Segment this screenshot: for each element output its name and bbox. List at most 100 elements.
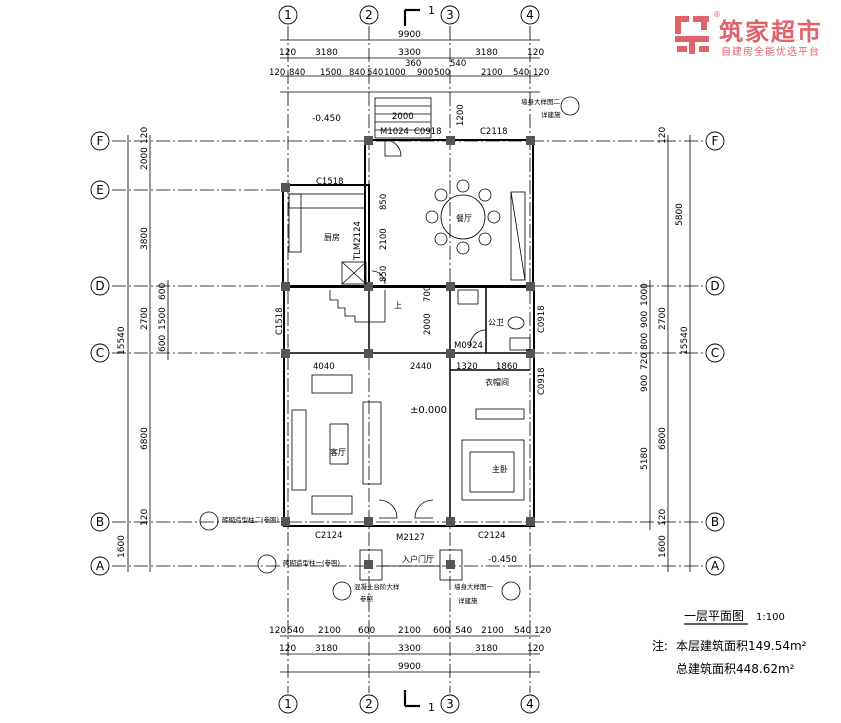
svg-text:TLM2124: TLM2124: [353, 221, 363, 261]
svg-text:120: 120: [534, 626, 551, 636]
upper-block-wall: [364, 139, 534, 288]
axis-C-left-bubble: [90, 343, 110, 363]
svg-text:600: 600: [433, 626, 450, 636]
note-floor-area: 本层建筑面积149.54m²: [676, 638, 807, 653]
svg-text:2100: 2100: [379, 228, 389, 250]
svg-text:1600: 1600: [658, 535, 668, 558]
svg-text:1000: 1000: [384, 68, 406, 78]
dim-360: 360: [405, 59, 421, 69]
svg-text:2000: 2000: [140, 147, 150, 170]
axis-1-bottom-bubble: [278, 694, 298, 714]
svg-text:540: 540: [287, 626, 304, 636]
svg-text:3180: 3180: [315, 644, 338, 654]
room-living: 客厅: [330, 447, 346, 457]
axis-2-bottom-label: 2: [365, 697, 373, 711]
svg-text:3300: 3300: [398, 48, 421, 58]
svg-text:C1518: C1518: [316, 177, 344, 187]
svg-text:详建施: 详建施: [458, 596, 478, 605]
svg-text:3180: 3180: [475, 644, 498, 654]
stair-up-label: 上: [394, 301, 402, 310]
svg-text:900: 900: [640, 375, 650, 392]
dim-540: 540: [450, 59, 466, 69]
axis-D-right-label: D: [710, 279, 719, 293]
bottom-row2-dims: 120 3180 3300 3180 120: [279, 644, 544, 654]
svg-text:3300: 3300: [398, 644, 421, 654]
axis-A-right-bubble: [705, 556, 725, 576]
axis-4-bottom-label: 4: [526, 697, 534, 711]
axis-3-bottom-label: 3: [446, 697, 454, 711]
svg-text:120: 120: [658, 127, 668, 144]
room-labels: 厨房 餐厅 客厅 主卧 公卫 衣帽间 上 入户门厅: [324, 214, 509, 564]
axis-B-left-bubble: [90, 512, 110, 532]
svg-text:1500: 1500: [158, 307, 168, 330]
svg-text:3180: 3180: [315, 48, 338, 58]
svg-text:120: 120: [533, 68, 549, 78]
axis-E-left-label: E: [96, 183, 104, 197]
drawing-title: 一层平面图: [684, 609, 744, 623]
svg-text:2000: 2000: [423, 313, 433, 335]
axis-4-bottom-bubble: [520, 694, 540, 714]
svg-text:15540: 15540: [117, 326, 127, 355]
brand-logo-icon: [675, 16, 709, 54]
svg-text:3800: 3800: [140, 227, 150, 250]
axis-D-left-label: D: [95, 279, 104, 293]
axis-4-top-bubble: [520, 5, 540, 25]
axis-C-right-label: C: [711, 346, 719, 360]
floor-level: ±0.000: [410, 405, 447, 416]
brand-logo: ® 筑家超市 自建房全能优选平台: [673, 10, 833, 60]
callouts: 墙身大样图二 详建施 砖砌造型柱二(参照) 砖砌造型柱一(参照) 混凝土台阶大样…: [222, 97, 561, 605]
axis-2-top-bubble: [359, 5, 379, 25]
brand-name: 筑家超市: [719, 18, 823, 46]
axis-F-right-bubble: [705, 131, 725, 151]
level-bottom-right: -0.450: [488, 555, 517, 565]
axis-B-left-label: B: [96, 515, 104, 529]
axis-F-left-label: F: [97, 134, 104, 148]
axis-C-right-bubble: [705, 343, 725, 363]
svg-text:4040: 4040: [313, 362, 335, 372]
svg-text:2100: 2100: [481, 68, 503, 78]
room-closet: 衣帽间: [485, 377, 509, 387]
axis-C-left-label: C: [96, 346, 104, 360]
axis-F-right-label: F: [712, 134, 719, 148]
svg-text:540: 540: [367, 68, 383, 78]
axis-4-top-label: 4: [526, 8, 534, 22]
svg-text:600: 600: [158, 335, 168, 352]
dim-2000: 2000: [392, 112, 414, 122]
svg-text:墙身大样图二: 墙身大样图二: [521, 97, 561, 106]
axis-3-bottom-bubble: [440, 694, 460, 714]
bottom-row1-dims: 120 540 2100 600 2100 600 540 2100 540 1…: [269, 626, 551, 636]
axis-B-right-bubble: [705, 512, 725, 532]
svg-text:5800: 5800: [675, 203, 685, 226]
svg-text:540: 540: [514, 626, 531, 636]
svg-text:120: 120: [140, 509, 150, 526]
interior-dims: 850 2100 850 700 2000 4040 2440 1320 186…: [313, 194, 518, 372]
axis-A-left-bubble: [90, 556, 110, 576]
svg-text:2440: 2440: [410, 362, 432, 372]
svg-text:C2124: C2124: [315, 531, 343, 541]
svg-text:M2127: M2127: [396, 533, 425, 543]
svg-text:540: 540: [455, 626, 472, 636]
svg-text:15540: 15540: [680, 326, 690, 355]
svg-text:120: 120: [527, 48, 544, 58]
axis-B-right-label: B: [711, 515, 719, 529]
brand-registered-mark: ®: [713, 10, 721, 19]
svg-text:1600: 1600: [117, 535, 127, 558]
note-total-area: 总建筑面积448.62m²: [676, 661, 795, 676]
axis-1-bottom-label: 1: [284, 697, 292, 711]
svg-text:参照: 参照: [360, 594, 374, 603]
svg-text:700: 700: [423, 286, 433, 302]
svg-text:C2124: C2124: [478, 531, 506, 541]
axis-3-top-bubble: [440, 5, 460, 25]
top-total-dim: 9900: [398, 30, 421, 40]
note-prefix: 注:: [652, 638, 668, 653]
svg-text:2100: 2100: [318, 626, 341, 636]
svg-text:720: 720: [640, 353, 650, 370]
axis-E-left-bubble: [90, 180, 110, 200]
axis-2-top-label: 2: [365, 8, 373, 22]
svg-text:120: 120: [269, 68, 285, 78]
axis-1-top-bubble: [278, 5, 298, 25]
dim-1200: 1200: [456, 104, 466, 126]
svg-text:3180: 3180: [475, 48, 498, 58]
